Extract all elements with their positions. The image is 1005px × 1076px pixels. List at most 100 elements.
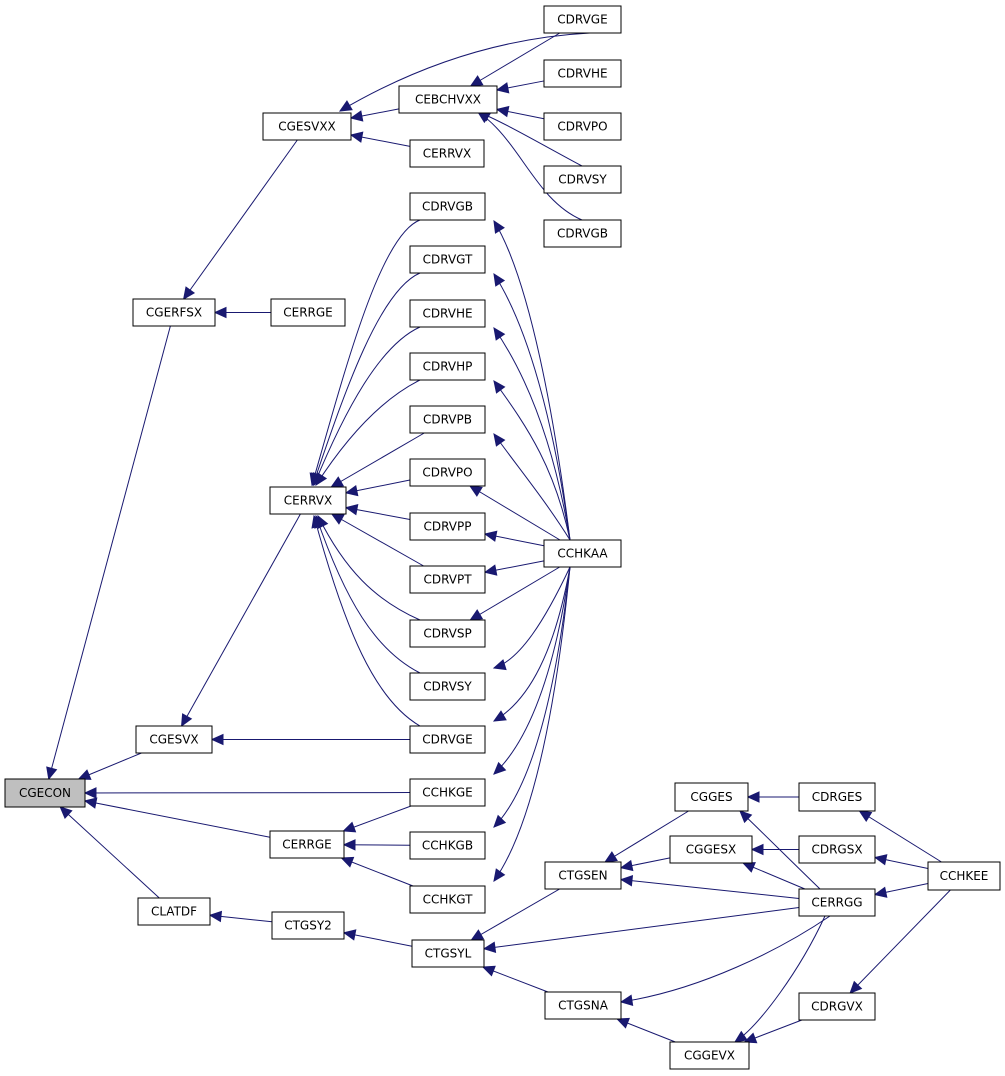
edge-cerrgg-to-ctgsna	[619, 915, 831, 1006]
node-cgesvx[interactable]: CGESVX	[135, 725, 213, 754]
edge-cggevx-to-ctgsna	[616, 1017, 676, 1043]
node-cdrvge-a[interactable]: CDRVGE	[543, 5, 622, 34]
edge-cerrgg-to-cgges	[739, 810, 821, 890]
node-cchkaa[interactable]: CCHKAA	[543, 539, 622, 568]
edge-line	[470, 566, 560, 621]
node-cdrvpt-b[interactable]: CDRVPT	[409, 565, 486, 594]
arrowhead	[213, 306, 227, 319]
node-cdrvhe-a[interactable]: CDRVHE	[543, 59, 622, 88]
edge-layer	[46, 32, 951, 1044]
node-box	[544, 991, 622, 1020]
node-label: CDRGSX	[811, 843, 862, 857]
arrowhead	[342, 839, 356, 851]
node-cerrvx-b[interactable]: CERRVX	[269, 486, 347, 515]
edge-cchkaa-to-cchkgb	[493, 566, 571, 828]
node-cdrvhp-b[interactable]: CDRVHP	[409, 352, 486, 381]
edge-cchkaa-to-cdrvpt-b	[483, 560, 545, 576]
arrowhead	[344, 504, 359, 516]
edge-ctgsen-to-ctgsyl	[470, 888, 560, 941]
edge-line	[604, 810, 689, 863]
node-cdrges[interactable]: CDRGES	[798, 782, 876, 812]
node-cdrvpb-b[interactable]: CDRVPB	[409, 405, 486, 434]
node-cgerfsx[interactable]: CGERFSX	[132, 298, 216, 327]
arrowhead	[493, 272, 506, 287]
node-ctgsna[interactable]: CTGSNA	[544, 991, 622, 1020]
arrowhead	[619, 875, 634, 887]
edge-line	[483, 906, 800, 950]
node-box	[409, 672, 486, 701]
node-box	[409, 405, 486, 434]
node-cdrvpo-b[interactable]: CDRVPO	[409, 458, 486, 487]
node-label: CGGEVX	[684, 1049, 735, 1063]
node-cchkge[interactable]: CCHKGE	[409, 778, 486, 807]
edge-line	[59, 806, 160, 899]
node-label: CDRVPO	[422, 466, 472, 480]
edge-line	[341, 857, 414, 887]
node-ctgsyl[interactable]: CTGSYL	[411, 939, 485, 968]
node-cdrvsy-b[interactable]: CDRVSY	[409, 672, 486, 701]
edge-cchkge-to-cgecon	[83, 787, 411, 799]
node-cdrgsx[interactable]: CDRGSX	[798, 835, 876, 864]
node-cchkgb[interactable]: CCHKGB	[409, 831, 486, 860]
node-label: CCHKAA	[557, 547, 608, 561]
node-cchkgt[interactable]: CCHKGT	[409, 885, 486, 914]
node-cdrgvx[interactable]: CDRGVX	[798, 992, 876, 1021]
node-box	[409, 831, 486, 860]
node-box	[409, 512, 486, 541]
edge-line	[330, 432, 425, 488]
edge-cdrvge-b-to-cerrvx-b	[311, 514, 421, 727]
node-label: CCHKGE	[422, 786, 473, 800]
node-cebchvxx[interactable]: CEBCHVXX	[398, 85, 498, 114]
edge-cdrvge-a-to-cebchvxx	[469, 32, 561, 87]
node-cgges[interactable]: CGGES	[674, 782, 749, 812]
node-label: CDRVHP	[423, 360, 473, 374]
arrowhead	[493, 868, 506, 882]
node-cerrge-top[interactable]: CERRGE	[270, 298, 346, 327]
node-ctgsy2[interactable]: CTGSY2	[271, 911, 345, 940]
node-label: CDRVGT	[423, 253, 473, 267]
node-label: CDRVPT	[423, 573, 472, 587]
node-cerrvx-a[interactable]: CERRVX	[409, 139, 485, 168]
edge-line	[493, 380, 571, 541]
arrowhead	[311, 514, 323, 529]
node-label: CDRVPP	[424, 520, 472, 534]
node-cgesvxx[interactable]: CGESVXX	[262, 112, 352, 141]
edge-ctgsy2-to-clatdf	[208, 910, 273, 923]
edge-line	[312, 272, 421, 486]
edge-cdrvge-a-to-cgesvxx	[338, 32, 591, 112]
node-cchkee[interactable]: CCHKEE	[927, 861, 1001, 891]
node-clatdf[interactable]: CLATDF	[137, 897, 211, 926]
edge-cerrgg-to-ctgsen	[619, 875, 800, 899]
node-cggevx[interactable]: CGGEVX	[669, 1041, 750, 1070]
node-cggesx[interactable]: CGGESX	[669, 835, 753, 864]
node-cerrge-mid[interactable]: CERRGE	[269, 830, 345, 859]
node-box	[543, 5, 622, 34]
node-box	[409, 725, 486, 754]
node-ctgsen[interactable]: CTGSEN	[544, 861, 622, 890]
node-label: CERRVX	[284, 494, 332, 508]
edge-line	[313, 515, 421, 727]
arrowhead	[493, 761, 507, 775]
node-cdrvsy-a[interactable]: CDRVSY	[543, 165, 622, 194]
node-cgecon[interactable]: CGECON	[4, 778, 86, 808]
node-cdrvpp-b[interactable]: CDRVPP	[409, 512, 486, 541]
edge-cchkee-to-cdrges	[858, 810, 942, 863]
node-cdrvgb-b[interactable]: CDRVGB	[409, 192, 486, 221]
node-cdrvge-b[interactable]: CDRVGE	[409, 725, 486, 754]
node-cdrvgb-a[interactable]: CDRVGB	[543, 219, 622, 248]
arrowhead	[210, 733, 224, 746]
arrowhead	[180, 713, 193, 728]
node-label: CTGSYL	[425, 947, 472, 961]
arrowhead	[734, 1030, 748, 1043]
edge-line	[482, 966, 549, 993]
edge-cgesvxx-to-cgerfsx	[182, 139, 298, 300]
node-cdrvhe-b[interactable]: CDRVHE	[409, 299, 486, 328]
node-cdrvgt-b[interactable]: CDRVGT	[409, 245, 486, 274]
node-label: CDRGES	[812, 790, 862, 804]
node-cdrvsp-b[interactable]: CDRVSP	[409, 619, 486, 648]
node-box	[409, 458, 486, 487]
node-cerrgg[interactable]: CERRGG	[798, 888, 876, 917]
node-cdrvpo-a[interactable]: CDRVPO	[543, 112, 622, 141]
edge-line	[343, 932, 413, 947]
node-label: CCHKGT	[423, 893, 474, 907]
